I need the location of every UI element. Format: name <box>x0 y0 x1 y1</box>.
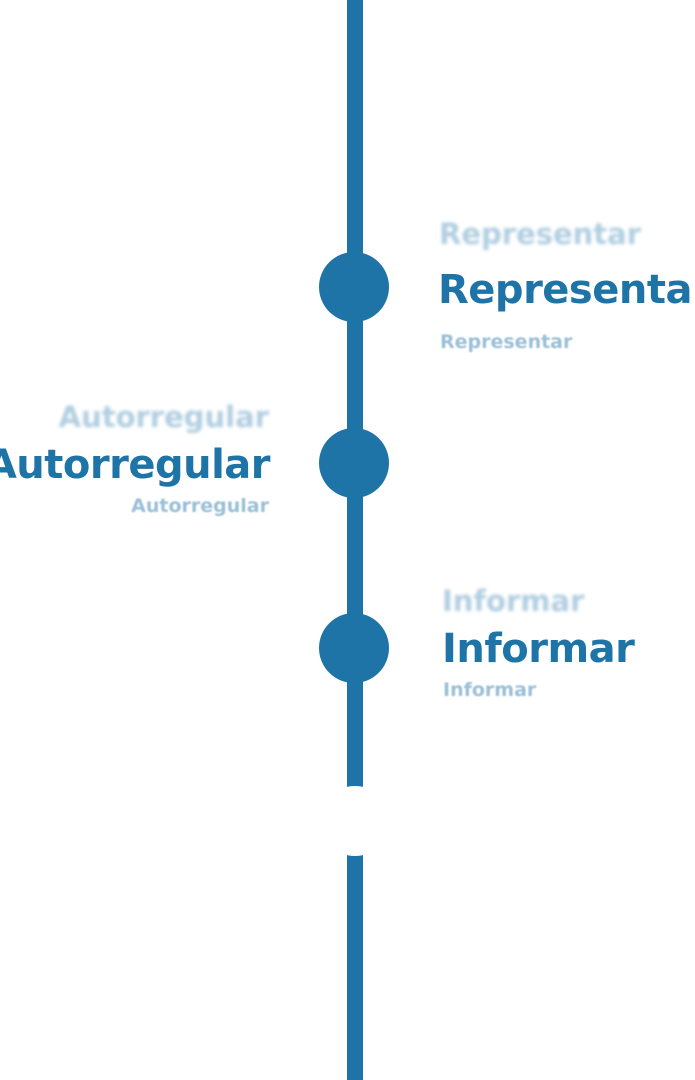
step-ghost-top-informar: Informar <box>442 584 585 618</box>
step-ghost-bottom-representar: Representar <box>440 331 573 353</box>
step-ghost-bottom-autorregular: Autorregular <box>131 495 269 517</box>
timeline-node-autorregular[interactable] <box>319 428 389 498</box>
step-label-autorregular[interactable]: Autorregular <box>0 442 271 488</box>
step-ghost-bottom-informar: Informar <box>443 679 537 701</box>
step-label-representar[interactable]: Representar <box>438 267 695 313</box>
timeline-line <box>347 0 363 1080</box>
timeline-gap-node <box>320 786 390 856</box>
step-ghost-top-representar: Representar <box>439 217 642 251</box>
timeline-node-informar[interactable] <box>319 613 389 683</box>
timeline-node-representar[interactable] <box>319 252 389 322</box>
step-label-informar[interactable]: Informar <box>442 626 635 672</box>
step-ghost-top-autorregular: Autorregular <box>58 400 269 434</box>
